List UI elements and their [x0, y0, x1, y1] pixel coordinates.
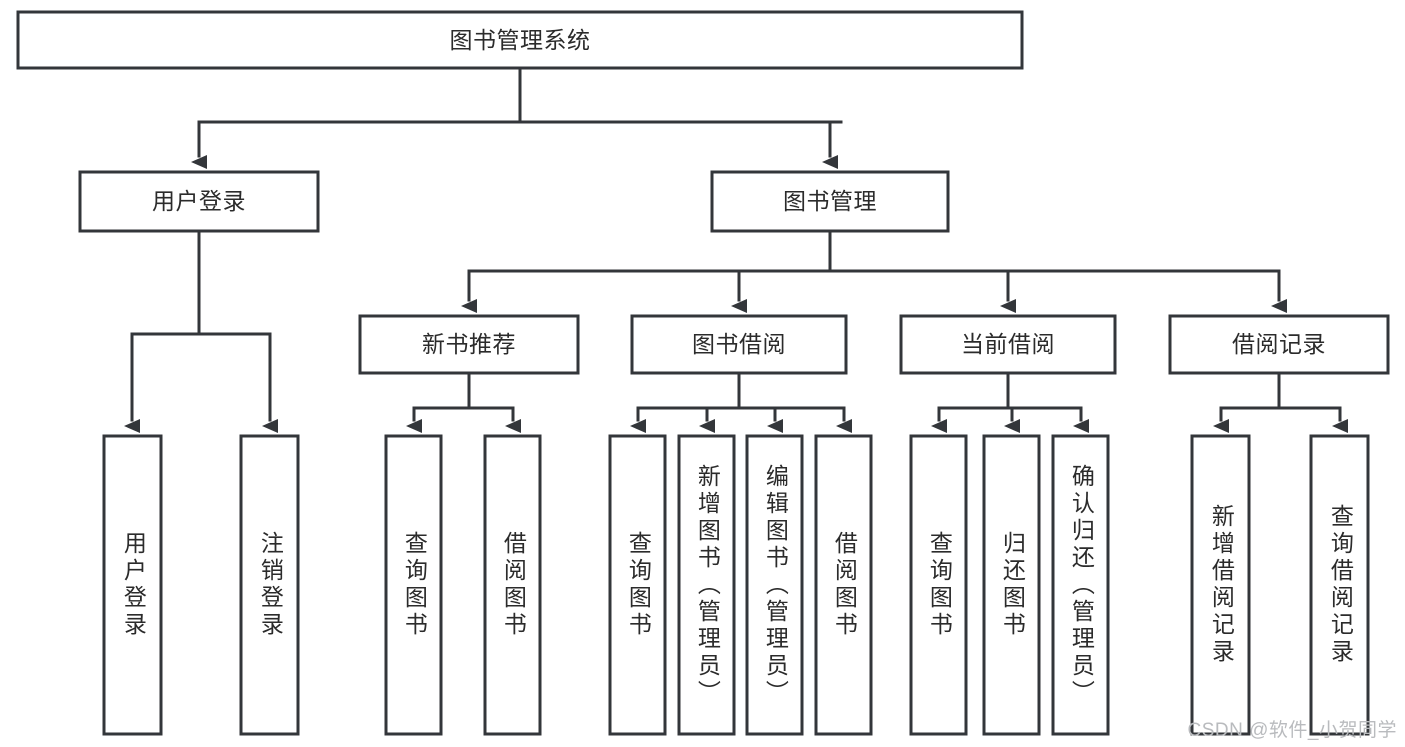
node-box-user-login [78, 170, 320, 233]
leaf-box-12 [1309, 434, 1370, 736]
leaf-box-11 [1190, 434, 1251, 736]
leaf-box-6 [745, 434, 804, 736]
leaf-box-9 [982, 434, 1041, 736]
node-box-root [16, 10, 1024, 70]
node-box-borrow-record [1168, 314, 1390, 375]
leaf-box-8 [909, 434, 968, 736]
connector-borrow-to-leaves [630, 371, 852, 433]
connector-current-borrow-to-leaves [931, 371, 1089, 433]
connector-new-book-to-leaves [406, 371, 521, 433]
leaf-box-2 [384, 434, 443, 736]
node-box-book-manage [710, 170, 950, 233]
connector-book-manage-to-level3 [461, 229, 1287, 313]
connector-user-login-to-leaves [124, 229, 278, 433]
node-box-current-borrow [899, 314, 1117, 375]
leaf-box-5 [677, 434, 736, 736]
node-box-new-book-rec [358, 314, 580, 375]
leaf-box-3 [483, 434, 542, 736]
leaf-box-10 [1051, 434, 1110, 736]
node-box-book-borrow [630, 314, 848, 375]
connector-root-to-level2 [191, 66, 843, 169]
leaf-box-0 [102, 434, 163, 736]
leaf-box-4 [608, 434, 667, 736]
leaf-box-1 [239, 434, 300, 736]
connector-borrow-record-to-leaves [1213, 371, 1348, 433]
leaf-box-7 [814, 434, 873, 736]
